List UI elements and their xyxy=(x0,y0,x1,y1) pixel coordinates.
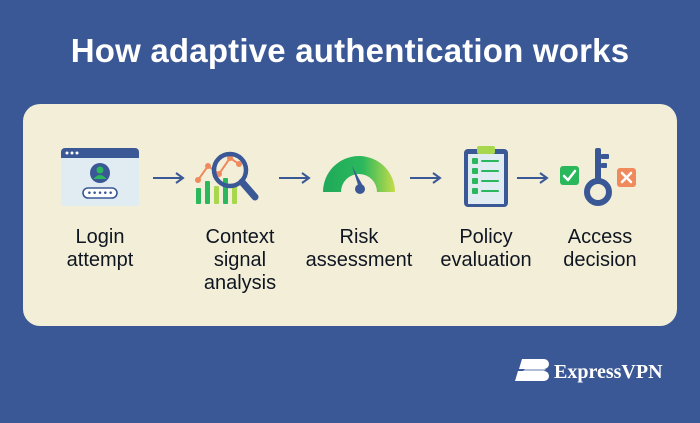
arrow-right-icon xyxy=(517,172,549,184)
page-title: How adaptive authentication works xyxy=(70,32,630,69)
gauge-icon xyxy=(323,156,395,194)
brand-name: ExpressVPN xyxy=(554,361,663,383)
step-label: Context signal analysis xyxy=(203,226,277,294)
step-label: Login attempt xyxy=(66,226,134,271)
password-mask: ••••• xyxy=(87,189,114,199)
step-label: Risk assessment xyxy=(305,226,413,271)
process-panel: ••••• Login attempt Context xyxy=(23,104,677,326)
key-check-cross-icon xyxy=(560,148,636,206)
arrow-right-icon xyxy=(153,172,185,184)
expressvpn-logo-icon xyxy=(515,359,549,381)
arrow-right-icon xyxy=(279,172,311,184)
login-window-icon: ••••• xyxy=(61,148,139,206)
step-label: Access decision xyxy=(563,226,637,271)
magnifier-chart-icon xyxy=(195,151,259,204)
checklist-clipboard-icon xyxy=(464,146,508,207)
step-label: Policy evaluation xyxy=(440,226,532,271)
arrow-right-icon xyxy=(410,172,442,184)
brand-logo: ExpressVPN xyxy=(514,357,674,387)
